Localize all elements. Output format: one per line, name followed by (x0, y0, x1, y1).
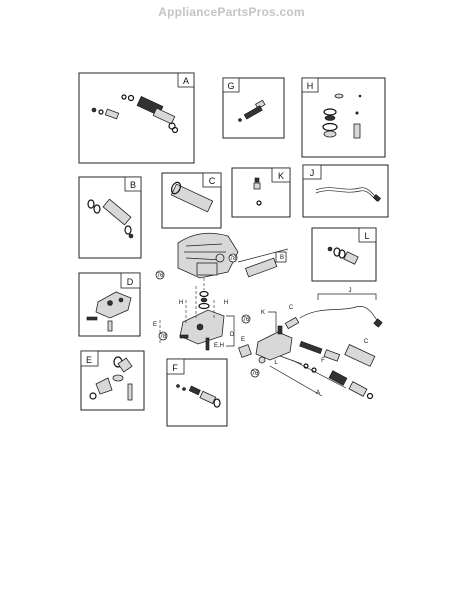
svg-text:C: C (289, 305, 294, 311)
svg-text:B: B (280, 255, 284, 261)
svg-text:H: H (179, 300, 183, 306)
main-pump-assembly: B H H E D E,H 76 78 78 76 76 E (153, 232, 383, 400)
panel-a-parts (91, 94, 179, 134)
svg-text:76: 76 (243, 317, 250, 323)
svg-text:D: D (230, 332, 235, 338)
svg-text:C: C (209, 176, 216, 186)
svg-text:K: K (261, 310, 265, 316)
svg-text:F: F (172, 363, 178, 373)
svg-text:C: C (364, 339, 369, 345)
svg-text:A: A (183, 76, 189, 86)
svg-text:F: F (321, 358, 325, 364)
svg-text:76: 76 (252, 371, 259, 377)
inset-panel-d: D (78, 272, 141, 337)
inset-panel-c: C (161, 172, 222, 229)
svg-text:E: E (153, 322, 157, 328)
svg-text:H: H (224, 300, 228, 306)
inset-panel-k: K (231, 167, 291, 218)
svg-text:E: E (86, 355, 92, 365)
inset-panel-l: L (311, 227, 377, 282)
svg-text:E,H: E,H (214, 343, 224, 349)
svg-text:B: B (130, 180, 136, 190)
svg-text:78: 78 (160, 334, 167, 340)
inset-panel-j: J (302, 164, 389, 218)
inset-panel-a: A (78, 72, 195, 164)
inset-panel-b: B (78, 176, 142, 259)
svg-text:E: E (241, 337, 245, 343)
inset-panel-g: G (222, 77, 285, 139)
inset-panel-f: F (166, 358, 228, 427)
inset-panel-e: E (80, 350, 145, 411)
svg-text:D: D (127, 277, 134, 287)
svg-text:G: G (227, 81, 234, 91)
svg-text:78: 78 (230, 256, 237, 262)
svg-text:J: J (349, 288, 352, 294)
svg-text:H: H (307, 81, 314, 91)
inset-panel-h: H (301, 77, 386, 158)
svg-text:A: A (316, 390, 320, 396)
svg-text:K: K (278, 171, 284, 181)
svg-text:76: 76 (157, 273, 164, 279)
svg-text:L: L (274, 360, 278, 366)
svg-text:J: J (310, 168, 315, 178)
svg-text:L: L (364, 231, 369, 241)
site-title: AppliancePartsPros.com (158, 5, 305, 19)
